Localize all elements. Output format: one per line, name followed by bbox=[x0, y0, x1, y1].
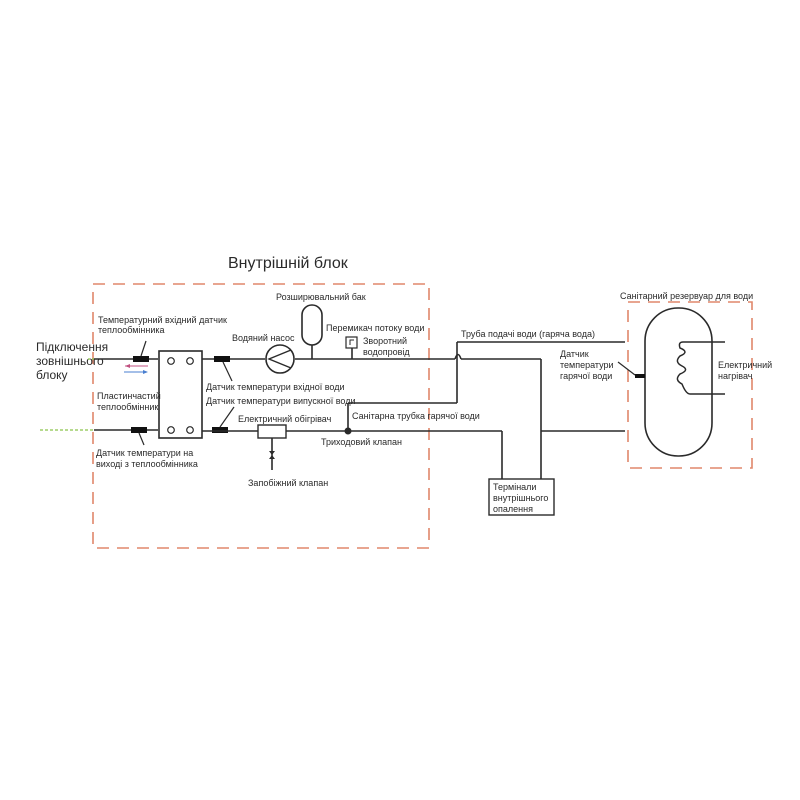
electric-heater-label: Електричний обігрівач bbox=[238, 414, 332, 424]
hx-inlet-sensor bbox=[133, 356, 149, 362]
outlet-water-sensor bbox=[212, 427, 228, 433]
safety-valve-icon bbox=[269, 451, 275, 455]
hot-water-sensor-leader bbox=[617, 361, 636, 376]
outlet-water-sensor-leader bbox=[219, 406, 235, 428]
hx-inlet-sensor-label: Температурний вхідний датчик теплообмінн… bbox=[98, 315, 229, 335]
three-way-valve-label: Триходовий клапан bbox=[321, 437, 402, 447]
hx-port-icon bbox=[186, 357, 194, 365]
hx-port-icon bbox=[167, 357, 175, 365]
tank-heater-coil-icon bbox=[676, 341, 725, 395]
inlet-water-sensor bbox=[214, 356, 230, 362]
hot-water-sensor bbox=[635, 374, 645, 378]
sanitary-tank-boundary bbox=[627, 301, 753, 469]
diagram-title: Внутрішній блок bbox=[228, 255, 349, 272]
expansion-tank-icon bbox=[301, 304, 323, 346]
flow-arrows bbox=[124, 364, 148, 374]
inlet-water-sensor-label: Датчик температури вхідної води bbox=[206, 382, 345, 392]
plate-hx-label: Пластинчастий теплообмінник bbox=[97, 391, 163, 412]
plate-heat-exchanger bbox=[158, 350, 203, 439]
tank-heater-label: Електричний нагрівач bbox=[718, 360, 775, 381]
indoor-terminals-label: Термінали внутрішнього опалення bbox=[493, 482, 551, 514]
outdoor-connection-label: Підключення зовнішнього блоку bbox=[36, 340, 111, 382]
inlet-water-sensor-leader bbox=[222, 361, 233, 382]
three-way-valve-icon bbox=[344, 427, 352, 435]
arrow-right-icon bbox=[143, 370, 148, 374]
flow-switch-icon bbox=[345, 336, 358, 349]
safety-valve-label: Запобіжний клапан bbox=[248, 478, 328, 488]
pipe-crossover bbox=[454, 353, 462, 360]
hot-water-sensor-label: Датчик температури гарячої води bbox=[560, 349, 616, 381]
sanitary-pipe-label: Санітарна трубка гарячої води bbox=[352, 411, 480, 421]
hx-inlet-sensor-leader bbox=[140, 340, 147, 357]
hx-port-icon bbox=[186, 426, 194, 434]
sanitary-tank-title: Санітарний резервуар для води bbox=[620, 291, 753, 301]
hx-outlet-sensor-label: Датчик температури на виході з теплообмі… bbox=[96, 448, 198, 469]
indoor-heating-terminals bbox=[488, 478, 555, 516]
supply-pipe-label: Труба подачі води (гаряча вода) bbox=[461, 329, 595, 339]
outlet-water-sensor-label: Датчик температури випускної води bbox=[206, 396, 356, 406]
indoor-unit-boundary bbox=[92, 283, 430, 549]
hx-port-icon bbox=[167, 426, 175, 434]
electric-heater-icon bbox=[257, 424, 287, 439]
expansion-tank-label: Розширювальний бак bbox=[276, 292, 366, 302]
hx-outlet-sensor bbox=[131, 427, 147, 433]
flow-switch-label: Перемикач потоку води bbox=[326, 323, 424, 333]
water-pump-label: Водяний насос bbox=[232, 333, 295, 343]
arrow-left-icon bbox=[125, 364, 130, 368]
return-line-label: Зворотний водопровід bbox=[363, 336, 410, 357]
hx-outlet-sensor-leader bbox=[138, 432, 145, 446]
